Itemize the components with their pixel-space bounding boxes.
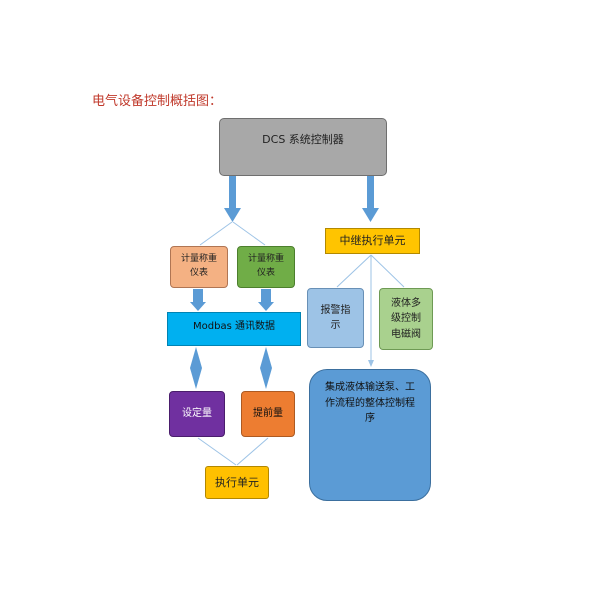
exec-unit-label: 执行单元 <box>215 475 259 489</box>
exec-unit-node: 执行单元 <box>205 466 269 499</box>
modbus-data-label: Modbas 通讯数据 <box>193 321 275 332</box>
solenoid-valve-label: 液体多 级控制 电磁阀 <box>391 297 421 340</box>
alarm-indicator-label: 报警指 示 <box>320 304 351 332</box>
weighing-meter-right-node: 计量称重 仪表 <box>237 246 295 288</box>
relay-exec-unit-node: 中继执行单元 <box>325 228 420 254</box>
modbus-data-node: Modbas 通讯数据 <box>167 312 301 346</box>
arrow-meters-to-modbus <box>190 289 274 311</box>
arrow-dcs-to-relay <box>362 176 379 222</box>
line-to-exec-unit <box>197 437 269 466</box>
integrated-control-program-node: 集成液体输送泵、工 作流程的整体控制程 序 <box>309 369 431 501</box>
weighing-meter-left-node: 计量称重 仪表 <box>170 246 228 288</box>
arrow-dcs-to-meters <box>224 176 241 222</box>
weighing-meter-left-label: 计量称重 仪表 <box>180 254 217 278</box>
dcs-controller-label: DCS 系统控制器 <box>262 133 344 146</box>
diagram-title: 电气设备控制概括图： <box>92 94 223 109</box>
advance-amount-node: 提前量 <box>241 391 295 437</box>
setpoint-node: 设定量 <box>169 391 225 437</box>
alarm-indicator-node: 报警指 示 <box>307 288 364 348</box>
weighing-meter-right-label: 计量称重 仪表 <box>247 254 284 278</box>
setpoint-label: 设定量 <box>182 408 212 420</box>
solenoid-valve-node: 液体多 级控制 电磁阀 <box>379 288 433 350</box>
relay-exec-unit-label: 中继执行单元 <box>339 234 406 248</box>
integrated-control-program-label: 集成液体输送泵、工 作流程的整体控制程 序 <box>325 382 415 424</box>
line-to-meters <box>199 221 266 246</box>
advance-amount-label: 提前量 <box>253 408 283 420</box>
line-relay-fanout <box>336 254 405 367</box>
dcs-controller-node: DCS 系统控制器 <box>219 118 387 176</box>
arrow-modbus-to-values <box>190 347 272 389</box>
